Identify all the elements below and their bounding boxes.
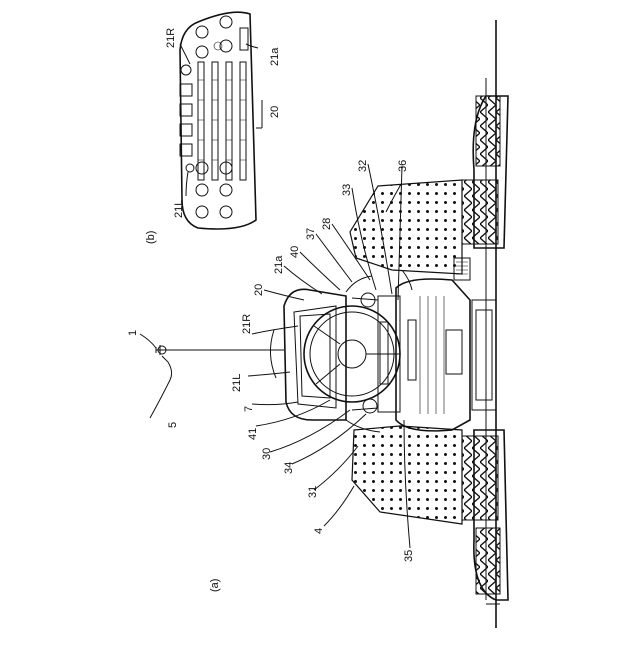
leader-21L-panel (186, 172, 188, 196)
panel-warning-icons (180, 65, 194, 172)
leader-1 (140, 334, 156, 348)
leader-20-main (264, 290, 304, 300)
instrument-panel-figure-b (180, 12, 262, 229)
leader-4 (324, 486, 354, 526)
leader-37 (316, 234, 352, 282)
label-21R-panel: 21R (165, 28, 177, 48)
leader-30 (270, 410, 350, 452)
label-41: 41 (247, 428, 259, 440)
label-21L-main: 21L (231, 374, 243, 392)
label-21L-panel: 21L (173, 200, 185, 218)
label-fig-b: (b) (145, 231, 157, 244)
engine-hood (396, 279, 496, 431)
label-33: 33 (341, 184, 353, 196)
label-34: 34 (283, 462, 295, 474)
label-4: 4 (313, 528, 325, 534)
label-20-main: 20 (253, 284, 265, 296)
machine-figure-a (156, 20, 508, 628)
label-28: 28 (321, 218, 333, 230)
leader-21R-main (252, 326, 298, 334)
label-21R-main: 21R (241, 314, 253, 334)
leader-5 (150, 356, 172, 418)
leader-21R-panel (180, 44, 190, 64)
label-31: 31 (307, 486, 319, 498)
panel-left-icons (196, 16, 232, 218)
label-1: 1 (127, 330, 139, 336)
leader-7 (252, 402, 298, 405)
label-5: 5 (167, 422, 179, 428)
track-lower (462, 430, 508, 600)
label-7: 7 (243, 406, 255, 412)
track-upper (462, 96, 508, 248)
leader-21L-main (248, 372, 290, 376)
label-21a-main: 21a (273, 255, 285, 274)
label-35: 35 (403, 550, 415, 562)
leader-31 (314, 446, 358, 490)
label-37: 37 (305, 228, 317, 240)
label-20-panel: 20 (269, 106, 281, 118)
leader-20-panel (256, 100, 262, 128)
label-40: 40 (289, 246, 301, 258)
steering-assembly (304, 293, 400, 413)
label-30: 30 (261, 448, 273, 460)
label-32: 32 (357, 160, 369, 172)
label-36: 36 (397, 160, 409, 172)
label-21a-panel: 21a (269, 47, 281, 66)
label-fig-a: (a) (209, 579, 221, 592)
antenna-rod (156, 345, 284, 355)
leader-41 (256, 400, 330, 426)
